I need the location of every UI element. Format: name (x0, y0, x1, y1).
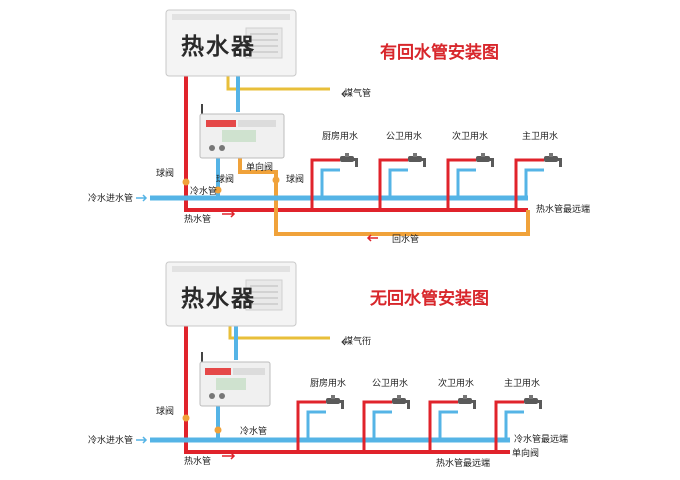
top-ball-valve-label-2: 球阀 (216, 173, 234, 185)
bottom-kitchen-label: 厨房用水 (310, 377, 346, 389)
valve-icon (214, 186, 222, 194)
bottom-check-valve-label: 单向阀 (512, 447, 539, 459)
bottom-gas-pipe (228, 326, 330, 340)
top-diagram: 热水器 有回水管安装图 煤气管 球阀 球阀 球阀 单向阀 冷水进水管 冷水管 热… (88, 9, 590, 245)
top-return-label: 回水管 (392, 233, 419, 245)
valve-icon (214, 426, 222, 434)
faucet-icon (524, 395, 542, 409)
arrow-icon (341, 338, 352, 346)
bottom-farthest-hot-label: 热水管最远端 (436, 457, 490, 469)
faucet-icon (458, 395, 476, 409)
faucet-icon (476, 153, 494, 167)
valve-icon (182, 414, 190, 422)
bottom-heater-label: 热水器 (181, 286, 256, 312)
top-kitchen-label: 厨房用水 (322, 130, 358, 142)
faucet-icon (326, 395, 344, 409)
top-master-bath-label: 主卫用水 (522, 130, 558, 142)
bottom-master-bath-label: 主卫用水 (504, 377, 540, 389)
top-cold-pipe-label: 冷水管 (190, 185, 217, 197)
bottom-public-bath-label: 公卫用水 (372, 377, 408, 389)
controller-icon (199, 104, 285, 159)
top-return-pipe (238, 152, 530, 236)
arrow-icon (341, 90, 352, 98)
bottom-hot-pipe-label: 热水管 (184, 455, 211, 467)
bottom-cold-pipe-label: 冷水管 (240, 425, 267, 437)
faucet-icon (340, 153, 358, 167)
faucet-icon (544, 153, 562, 167)
arrow-icon (136, 194, 148, 202)
top-gas-pipe (226, 76, 330, 91)
top-second-bath-label: 次卫用水 (452, 130, 488, 142)
bottom-cold-inlet-label: 冷水进水管 (88, 434, 133, 446)
top-gas-label: 煤气管 (344, 87, 371, 99)
bottom-farthest-cold-label: 冷水管最远端 (514, 433, 568, 445)
top-faucet-branches (310, 158, 544, 210)
faucet-icon (392, 395, 410, 409)
top-title: 有回水管安装图 (380, 42, 499, 63)
water-heater-icon: 热水器 (165, 261, 297, 327)
bottom-diagram: 热水器 无回水管安装图 煤气衎 球阀 冷水进水管 冷水管 热水管 冷水管最远端 … (88, 261, 568, 469)
controller-icon (199, 352, 271, 407)
valve-icon (182, 178, 190, 186)
arrow-icon (366, 234, 378, 242)
top-farthest-hot-label: 热水管最远端 (536, 203, 590, 215)
arrow-icon (136, 436, 148, 444)
top-heater-label: 热水器 (181, 34, 256, 60)
top-hot-pipe-label: 热水管 (184, 213, 211, 225)
bottom-gas-label: 煤气衎 (344, 335, 371, 347)
top-cold-inlet-label: 冷水进水管 (88, 192, 133, 204)
arrow-icon (222, 452, 236, 460)
top-check-valve-label: 单向阀 (246, 161, 273, 173)
valve-icon (272, 176, 280, 184)
water-heater-icon: 热水器 (165, 9, 297, 77)
bottom-title: 无回水管安装图 (369, 288, 489, 309)
bottom-faucet-branches (296, 400, 524, 452)
arrow-icon (222, 210, 236, 218)
bottom-second-bath-label: 次卫用水 (438, 377, 474, 389)
top-public-bath-label: 公卫用水 (386, 130, 422, 142)
top-ball-valve-label-3: 球阀 (286, 173, 304, 185)
faucet-icon (408, 153, 426, 167)
top-ball-valve-label-1: 球阀 (156, 167, 174, 179)
bottom-ball-valve-label: 球阀 (156, 405, 174, 417)
